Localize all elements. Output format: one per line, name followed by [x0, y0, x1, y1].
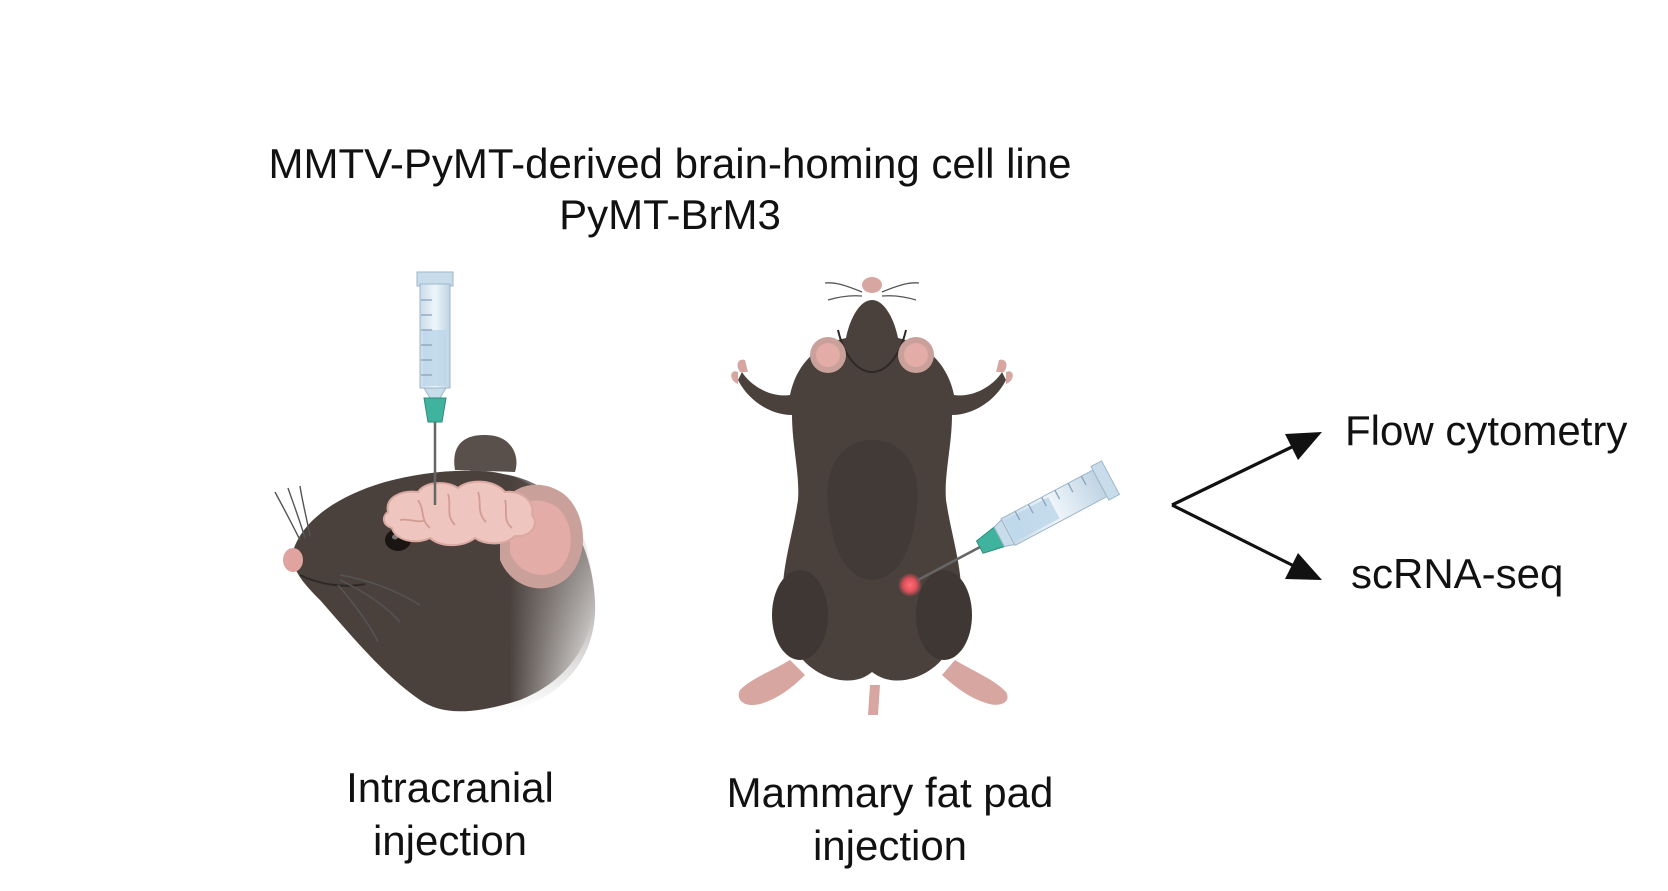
intracranial-caption: Intracranial injection — [300, 762, 600, 867]
diagram-title: MMTV-PyMT-derived brain-homing cell line… — [0, 138, 1340, 240]
intracranial-caption-line-2: injection — [372, 816, 528, 864]
syringe-icon — [917, 460, 1121, 582]
syringe-icon — [416, 271, 454, 505]
injection-site-icon — [898, 573, 922, 597]
mammary-caption-line-1: Mammary fat pad — [726, 769, 1054, 816]
intracranial-caption-line-1: Intracranial — [346, 764, 554, 811]
arrow-icon — [1285, 432, 1322, 580]
brain-icon — [382, 480, 536, 547]
mouse-body-icon — [731, 277, 1013, 715]
title-line-2: PyMT-BrM3 — [559, 191, 781, 239]
mammary-caption-line-2: injection — [812, 821, 968, 869]
mammary-caption: Mammary fat pad injection — [680, 767, 1100, 872]
scrna-seq-label: scRNA-seq — [1351, 550, 1564, 597]
flow-cytometry-label: Flow cytometry — [1345, 407, 1628, 454]
title-line-1: MMTV-PyMT-derived brain-homing cell line — [268, 140, 1072, 187]
arrow-icon — [1171, 442, 1299, 570]
